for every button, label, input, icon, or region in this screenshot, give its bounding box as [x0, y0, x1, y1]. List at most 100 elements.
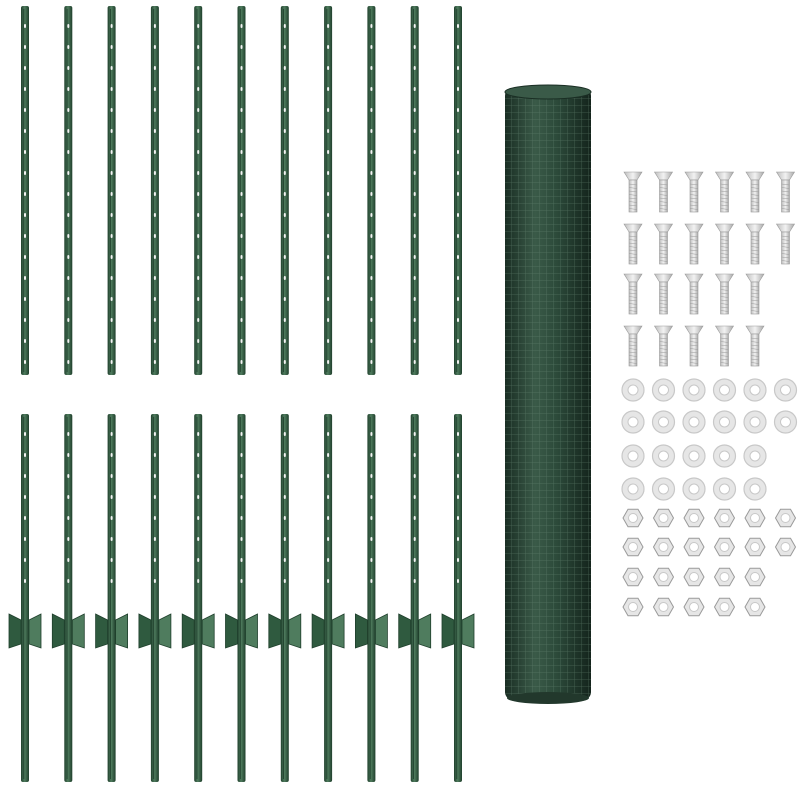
anchor-plate-right: [375, 613, 388, 649]
straight-posts-group: [21, 6, 462, 375]
washer-icon: [743, 444, 767, 468]
hex-nut-icon: [683, 567, 705, 587]
anchor-plate-right: [245, 613, 258, 649]
anchored-post: [51, 414, 85, 782]
anchor-plate-right: [115, 613, 128, 649]
anchor-plate-right: [28, 613, 42, 649]
anchor-plate-right: [418, 613, 432, 649]
bolt-icon: [714, 325, 735, 367]
washer-icon: [682, 477, 706, 501]
hex-nut-icon: [713, 597, 736, 617]
hex-nut-icon: [622, 597, 644, 617]
washer-icon: [682, 378, 706, 402]
mesh-grid: [505, 88, 591, 700]
washer-icon: [743, 410, 767, 434]
washers-group: [621, 378, 798, 501]
bolt-icon: [653, 171, 674, 213]
bolt-icon: [684, 171, 704, 213]
bolt-icon: [653, 325, 674, 367]
anchored-post: [355, 414, 388, 782]
anchored-post: [181, 414, 215, 782]
bolt-icon: [714, 171, 735, 213]
washer-icon: [621, 477, 645, 501]
straight-post: [454, 6, 462, 375]
hex-nut-icon: [683, 508, 705, 528]
hex-nut-icon: [744, 597, 766, 617]
mesh-roll-top-edge: [504, 84, 592, 100]
bolt-icon: [745, 273, 765, 315]
anchored-post: [441, 414, 475, 782]
anchor-plate-left: [95, 613, 108, 649]
mesh-roll-bottom-edge: [507, 692, 589, 704]
hex-nut-icon: [744, 537, 766, 557]
hex-nut-icon: [652, 597, 675, 617]
hex-nut-icon: [683, 597, 705, 617]
hex-nut-icon: [652, 508, 675, 528]
hex-nut-icon: [713, 508, 736, 528]
washer-icon: [651, 410, 676, 434]
bolt-icon: [623, 325, 643, 367]
bolt-icon: [745, 325, 765, 367]
washer-icon: [773, 378, 798, 402]
anchored-post: [398, 414, 432, 782]
anchor-plate-left: [441, 613, 455, 649]
bolt-icon: [684, 223, 704, 265]
anchor-plate-right: [71, 613, 85, 649]
anchor-plate-right: [331, 613, 345, 649]
anchor-plate-left: [268, 613, 282, 649]
anchor-plate-left: [138, 613, 152, 649]
bolt-icon: [653, 223, 674, 265]
washer-icon: [712, 477, 737, 501]
bolt-icon: [653, 273, 674, 315]
anchor-plate-left: [398, 613, 412, 649]
wire-mesh-roll: [504, 84, 592, 704]
bolt-icon: [714, 273, 735, 315]
straight-post: [21, 6, 29, 375]
washer-icon: [621, 378, 645, 402]
hex-nut-icon: [744, 567, 766, 587]
anchor-plate-right: [288, 613, 302, 649]
bolt-icon: [745, 171, 765, 213]
anchor-plate-left: [8, 613, 22, 649]
straight-post: [280, 6, 289, 375]
anchor-plate-left: [51, 613, 65, 649]
bolt-icon: [714, 223, 735, 265]
bolt-icon: [745, 223, 765, 265]
straight-post: [237, 6, 246, 375]
hex-nut-icon: [652, 537, 675, 557]
bolt-icon: [775, 223, 796, 265]
washer-icon: [773, 410, 798, 434]
straight-post: [107, 6, 116, 375]
hex-nut-icon: [774, 537, 797, 557]
hex-nut-icon: [652, 567, 675, 587]
anchor-plate-right: [201, 613, 215, 649]
washer-icon: [621, 444, 645, 468]
anchored-post: [225, 414, 258, 782]
bolt-icon: [775, 171, 796, 213]
anchored-post: [268, 414, 302, 782]
washer-icon: [712, 410, 737, 434]
hex-nut-icon: [713, 537, 736, 557]
anchor-plate-right: [461, 613, 475, 649]
hex-nut-icon: [622, 508, 644, 528]
bolt-icon: [684, 273, 704, 315]
bolt-icon: [623, 273, 643, 315]
straight-post: [150, 6, 159, 375]
straight-post: [64, 6, 73, 375]
washer-icon: [651, 477, 676, 501]
bolt-icon: [623, 171, 643, 213]
washer-icon: [621, 410, 645, 434]
washer-icon: [682, 444, 706, 468]
straight-post: [324, 6, 333, 375]
washer-icon: [743, 477, 767, 501]
bolt-icon: [623, 223, 643, 265]
washer-icon: [651, 378, 676, 402]
washer-icon: [712, 444, 737, 468]
straight-post: [194, 6, 203, 375]
hex-nut-icon: [622, 537, 644, 557]
washer-icon: [712, 378, 737, 402]
hex-nut-icon: [774, 508, 797, 528]
anchored-post: [311, 414, 345, 782]
